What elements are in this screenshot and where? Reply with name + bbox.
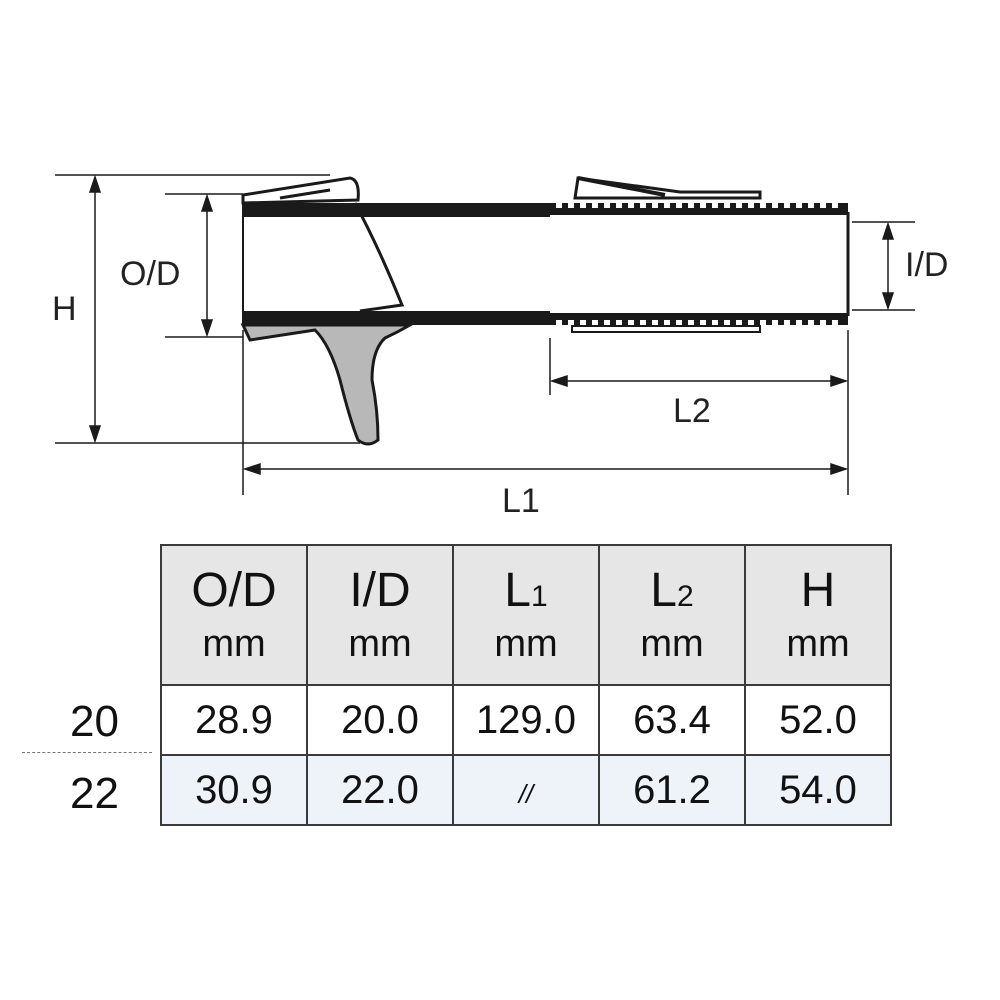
header-od: O/D mm <box>160 544 308 686</box>
rib-notch <box>652 203 658 208</box>
rib-notch <box>724 203 730 208</box>
header-l2: L2 mm <box>598 544 746 686</box>
rib-notch <box>580 320 586 325</box>
rib-notch <box>772 320 778 325</box>
table-row: 30.9 22.0 // 61.2 54.0 <box>160 754 892 826</box>
dimension-l1 <box>242 330 849 495</box>
rib-notch <box>760 320 766 325</box>
cell-l2: 61.2 <box>598 754 746 826</box>
rib-notch <box>700 320 706 325</box>
rib-notch <box>640 320 646 325</box>
rib-notch <box>664 203 670 208</box>
header-h: H mm <box>744 544 892 686</box>
rib-notch <box>784 320 790 325</box>
spec-table: O/D mm I/D mm L1 mm L2 mm H mm 28.9 20.0… <box>160 544 892 826</box>
rib-notch <box>628 320 634 325</box>
rib-notch <box>616 320 622 325</box>
rib-notch <box>604 203 610 208</box>
cell-l1: 129.0 <box>452 684 600 756</box>
collar-flare <box>353 202 405 313</box>
dimension-id <box>852 221 915 311</box>
pipe-bottom-wall <box>243 311 550 325</box>
pipe-top-wall <box>243 203 550 217</box>
rib-notch <box>712 203 718 208</box>
rib-notch <box>748 320 754 325</box>
rib-notch <box>568 203 574 208</box>
cell-l1: // <box>452 754 600 826</box>
cell-id: 22.0 <box>306 754 454 826</box>
rib-notch <box>676 203 682 208</box>
rib-notch <box>700 203 706 208</box>
rib-notch <box>724 320 730 325</box>
rib-notch <box>748 203 754 208</box>
ditto-mark: // <box>518 778 534 809</box>
label-id: I/D <box>905 246 948 284</box>
rib-notch <box>688 203 694 208</box>
rib-notch <box>604 320 610 325</box>
size-label-20: 20 <box>70 697 119 746</box>
cell-od: 30.9 <box>160 754 308 826</box>
bottom-clip <box>571 325 761 333</box>
header-l1: L1 mm <box>452 544 600 686</box>
rib-notch <box>556 203 562 208</box>
rib-notch <box>676 320 682 325</box>
rib-notch <box>784 203 790 208</box>
size-label-22: 22 <box>70 769 119 818</box>
rib-notch <box>832 320 838 325</box>
label-l1: L1 <box>502 482 540 520</box>
rib-notch <box>808 203 814 208</box>
rib-notch <box>580 203 586 208</box>
rib-notch <box>820 320 826 325</box>
table-row: 28.9 20.0 129.0 63.4 52.0 <box>160 684 892 756</box>
dimension-h <box>55 174 360 444</box>
cell-h: 52.0 <box>744 684 892 756</box>
rib-notch <box>832 203 838 208</box>
top-clip <box>573 176 762 200</box>
rib-notch <box>760 203 766 208</box>
rib-notch <box>772 203 778 208</box>
header-id: I/D mm <box>306 544 454 686</box>
cell-h: 54.0 <box>744 754 892 826</box>
rib-notch <box>568 320 574 325</box>
collar-top <box>241 176 360 205</box>
rib-notch <box>736 320 742 325</box>
rib-notch <box>556 320 562 325</box>
rib-notch <box>712 320 718 325</box>
mounting-fin <box>240 323 416 446</box>
rib-notch <box>736 203 742 208</box>
rib-notch <box>820 203 826 208</box>
pipe-fitting-diagram: H O/D I/D L2 L1 <box>52 174 948 520</box>
rib-notch <box>796 320 802 325</box>
label-l2: L2 <box>673 392 711 430</box>
cell-od: 28.9 <box>160 684 308 756</box>
rib-notch <box>808 320 814 325</box>
rib-notch <box>796 203 802 208</box>
table-header-row: O/D mm I/D mm L1 mm L2 mm H mm <box>160 544 892 686</box>
corrugated-section <box>550 203 850 325</box>
size-divider <box>22 752 152 753</box>
label-h: H <box>52 290 77 328</box>
rib-notch <box>640 203 646 208</box>
rib-notch <box>652 320 658 325</box>
dimension-od <box>165 193 243 338</box>
rib-notch <box>592 320 598 325</box>
cell-l2: 63.4 <box>598 684 746 756</box>
rib-notch <box>664 320 670 325</box>
rib-notch <box>688 320 694 325</box>
rib-notch <box>628 203 634 208</box>
rib-notch <box>592 203 598 208</box>
label-od: O/D <box>120 255 180 293</box>
dimension-l2 <box>549 338 849 395</box>
rib-notch <box>616 203 622 208</box>
cell-id: 20.0 <box>306 684 454 756</box>
